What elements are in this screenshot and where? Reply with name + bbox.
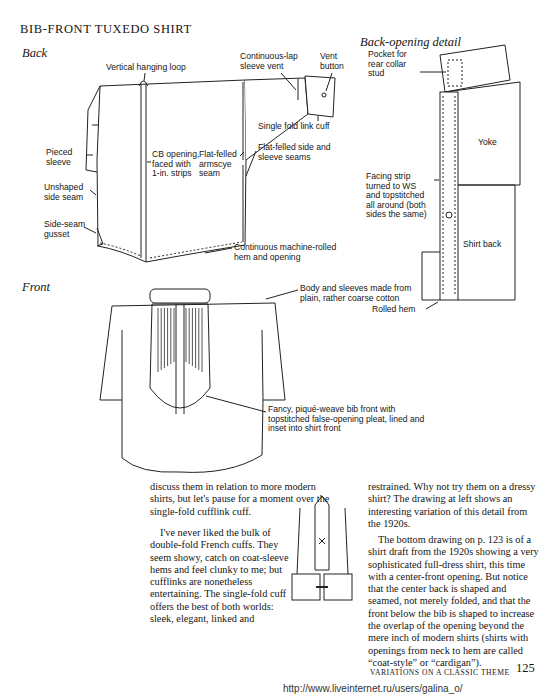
pique-stroke xyxy=(158,308,159,372)
collar xyxy=(150,289,210,303)
body-text: I've never liked the bulk of double-fold… xyxy=(150,527,290,625)
callout: Pieced sleeve xyxy=(46,148,86,167)
other-side xyxy=(422,252,440,300)
back-opening-detail xyxy=(420,45,520,309)
body-text: restrained. Why not try them on a dressy… xyxy=(368,481,540,530)
vent-button xyxy=(322,93,326,97)
facing-strip xyxy=(440,92,458,300)
cuff-left xyxy=(292,574,320,600)
side-seam xyxy=(243,165,244,242)
callout: Body and sleeves made from plain, rather… xyxy=(300,284,425,303)
pique-stroke xyxy=(202,308,203,372)
bar-tack xyxy=(319,538,325,544)
cuff-drawing xyxy=(292,496,352,600)
watermark: http://www.liveinternet.ru/users/galina_… xyxy=(283,683,463,694)
back-body xyxy=(97,80,246,262)
callout: CB opening, faced with 1-in. strips xyxy=(152,150,200,179)
callout: Continuous-lap sleeve vent xyxy=(240,52,320,71)
pique-lines xyxy=(158,308,202,372)
pieced-sleeve xyxy=(86,86,100,172)
pique-stroke xyxy=(186,308,187,362)
front-shirt xyxy=(100,289,298,472)
callout: Flat-felled side and sleeve seams xyxy=(258,143,338,162)
leader-lines xyxy=(206,290,298,412)
cuff-right xyxy=(324,574,352,600)
callout: Unshaped side seam xyxy=(44,183,90,202)
callout: Flat-felled armscye seam xyxy=(199,150,241,179)
callout: Fancy, piqué-weave bib front with topsti… xyxy=(268,405,438,434)
pique-stroke xyxy=(189,308,190,364)
front-body xyxy=(100,303,285,472)
false-pleat xyxy=(176,304,184,414)
callout: Continuous machine-rolled hem and openin… xyxy=(234,243,344,262)
topstitching xyxy=(443,96,455,296)
callout: Shirt back xyxy=(463,240,511,250)
cufflink xyxy=(316,586,328,588)
callout: Facing strip turned to WS and topstitche… xyxy=(366,172,432,220)
view-heading: Front xyxy=(22,280,50,295)
view-heading: Back xyxy=(22,46,47,61)
leader-lines xyxy=(84,73,332,253)
callout: Vent button xyxy=(320,52,350,71)
callout: Side-seam gusset xyxy=(44,220,86,239)
shirt-back xyxy=(458,185,515,300)
running-footer: VARIATIONS ON A CLASSIC THEME xyxy=(370,668,510,677)
pique-stroke xyxy=(195,308,196,368)
pique-stroke xyxy=(170,308,171,364)
cb-opening xyxy=(141,84,146,262)
stud-pocket xyxy=(448,60,462,86)
view-heading: Back-opening detail xyxy=(360,35,461,50)
pique-stroke xyxy=(161,308,162,370)
callout: Vertical hanging loop xyxy=(106,63,186,73)
callout: Pocket for rear collar stud xyxy=(368,50,420,79)
page-heading: BIB-FRONT TUXEDO SHIRT xyxy=(20,22,192,37)
sleeve-piece-seam xyxy=(92,125,98,126)
hanging-loop xyxy=(139,81,148,86)
pique-stroke xyxy=(164,308,165,368)
pique-stroke xyxy=(174,308,175,362)
sleeve-vent xyxy=(298,79,299,100)
pique-stroke xyxy=(192,308,193,366)
body-text: discuss them in relation to more modern … xyxy=(150,481,330,518)
callout: Rolled hem xyxy=(372,305,415,315)
page-number: 125 xyxy=(516,661,535,676)
body-text: The bottom drawing on p. 123 is of a shi… xyxy=(368,534,540,669)
placket xyxy=(315,496,329,570)
pique-stroke xyxy=(167,308,168,366)
pique-stroke xyxy=(198,308,199,370)
back-shirt xyxy=(84,73,335,262)
bib xyxy=(150,304,210,408)
sleeve-edges xyxy=(297,508,348,574)
callout: Single fold link cuff xyxy=(258,122,330,132)
callout: Yoke xyxy=(478,138,497,148)
button xyxy=(446,212,452,218)
armscye-seam xyxy=(243,82,244,160)
link-cuff xyxy=(305,76,335,117)
